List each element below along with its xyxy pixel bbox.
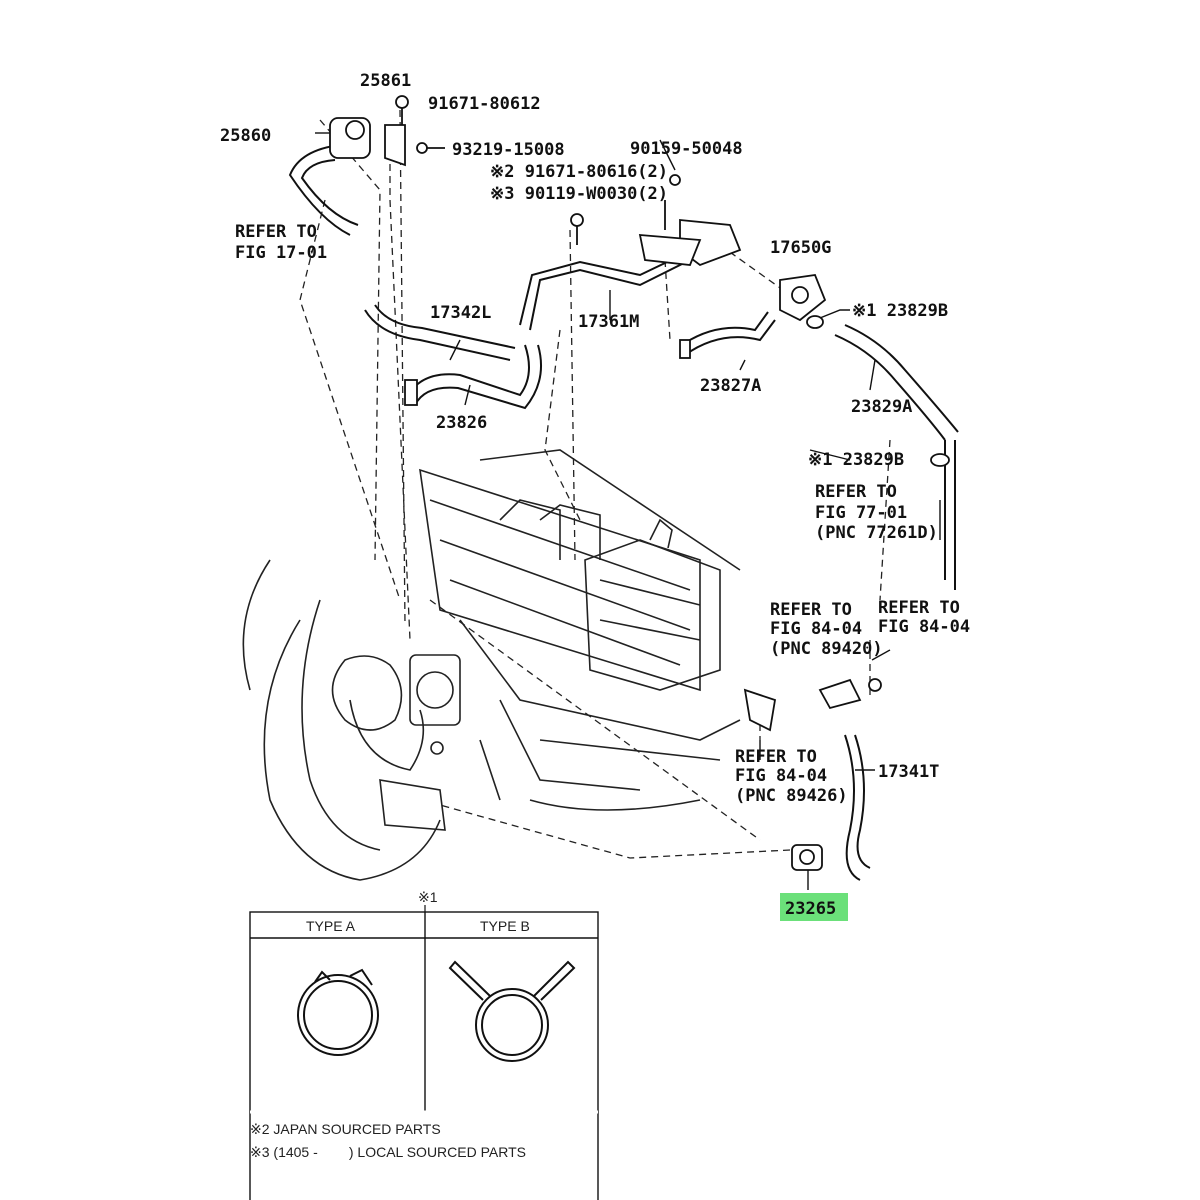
footnotes: ※2 JAPAN SOURCED PARTS ※3 (1405 - ) LOCA… <box>250 1121 526 1160</box>
label-17342l: 17342L <box>430 303 491 323</box>
refer-84-04-a-line3: (PNC 89420) <box>770 639 883 659</box>
refer-17-01-line1: REFER TO <box>235 222 317 242</box>
clip-type-inset: ※1 TYPE A TYPE B <box>249 889 599 1200</box>
clip-type-b-icon <box>448 960 576 1062</box>
label-90159-50048: 90159-50048 <box>630 139 743 159</box>
label-23829b-top: ※1 23829B <box>852 301 948 321</box>
label-17341t: 17341T <box>878 762 939 782</box>
highlight-23265 <box>780 893 848 921</box>
label-23827a: 23827A <box>700 376 761 396</box>
refer-84-04-a-line1: REFER TO <box>770 600 852 620</box>
refer-84-04-b-line2: FIG 84-04 <box>878 617 970 637</box>
label-23829a: 23829A <box>851 397 912 417</box>
inset-type-a-heading: TYPE A <box>306 918 356 934</box>
solid-leaders <box>315 132 941 890</box>
footnote-japan-sourced: ※2 JAPAN SOURCED PARTS <box>250 1121 441 1137</box>
refer-84-04-c-line2: FIG 84-04 <box>735 766 827 786</box>
label-93219-15008: 93219-15008 <box>452 140 565 160</box>
refer-77-01-line2: FIG 77-01 <box>815 503 907 523</box>
refer-17-01-line2: FIG 17-01 <box>235 243 327 263</box>
refer-84-04-c-line3: (PNC 89426) <box>735 786 848 806</box>
leader-lines <box>299 109 891 859</box>
footnote-local-sourced: ※3 (1405 - ) LOCAL SOURCED PARTS <box>250 1144 526 1160</box>
bracket-25861-shape <box>384 124 406 167</box>
refer-84-04-a-line2: FIG 84-04 <box>770 619 862 639</box>
label-23265[interactable]: 23265 <box>785 899 836 919</box>
inset-type-b-heading: TYPE B <box>480 918 530 934</box>
clip-type-a-icon <box>297 968 379 1056</box>
label-17650g: 17650G <box>770 238 831 258</box>
part-shapes <box>329 95 950 871</box>
label-23829b-mid: ※1 23829B <box>808 450 904 470</box>
engine-drawing <box>242 449 741 881</box>
label-25860: 25860 <box>220 126 271 146</box>
label-23826: 23826 <box>436 413 487 433</box>
refer-84-04-c-line1: REFER TO <box>735 747 817 767</box>
refer-77-01-line1: REFER TO <box>815 482 897 502</box>
refer-77-01-line3: (PNC 77261D) <box>815 523 938 543</box>
refer-84-04-b-line1: REFER TO <box>878 598 960 618</box>
inset-marker: ※1 <box>418 889 438 905</box>
label-25861: 25861 <box>360 71 411 91</box>
label-90119-w0030: ※3 90119-W0030(2) <box>490 184 668 204</box>
label-91671-80612: 91671-80612 <box>428 94 541 114</box>
part-labels: 25861 25860 91671-80612 93219-15008 9015… <box>220 71 970 921</box>
label-91671-80616: ※2 91671-80616(2) <box>490 162 668 182</box>
label-17361m: 17361M <box>578 312 639 332</box>
